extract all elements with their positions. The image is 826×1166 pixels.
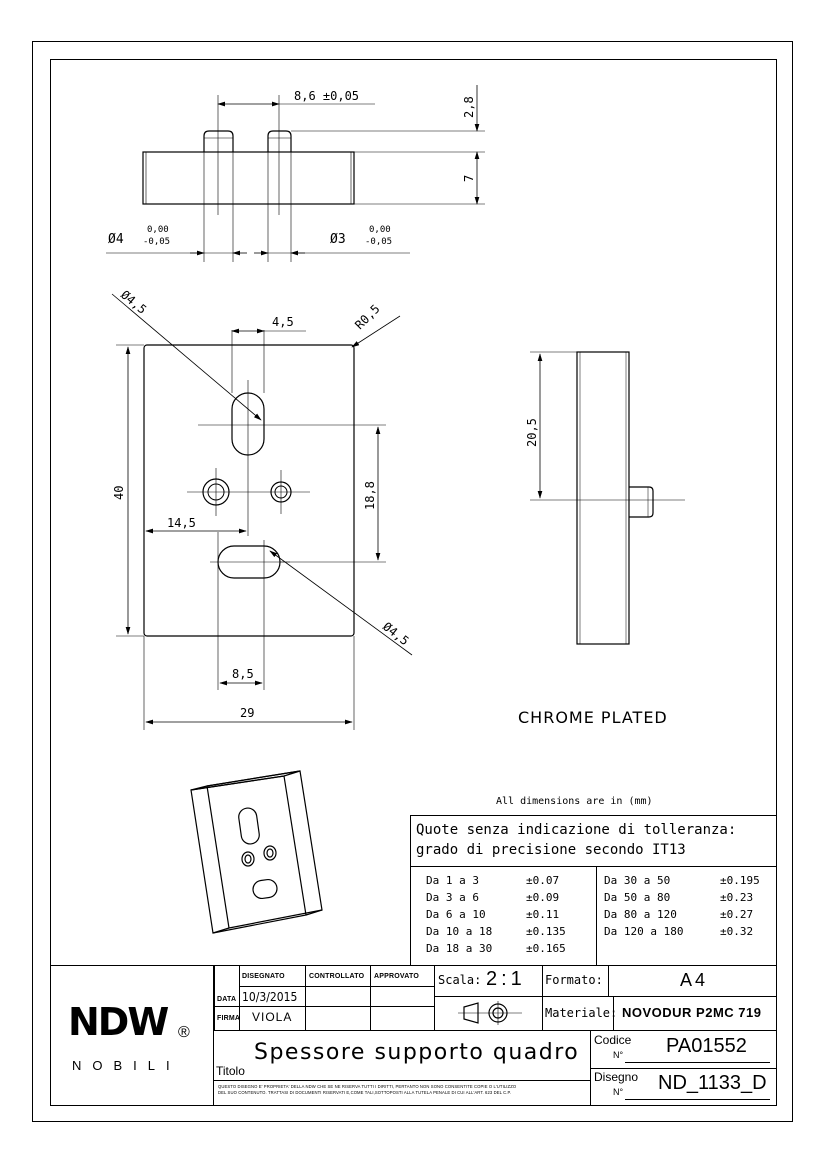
logo-subtitle: NOBILI [72,1058,181,1073]
tolerance-right-list: Da 30 a 50±0.195 Da 50 a 80±0.23 Da 80 a… [604,872,769,940]
titolo-value: Spessore supporto quadro [254,1040,580,1065]
titolo-label: Titolo [216,1064,245,1078]
tolerance-title-line1: Quote senza indicazione di tolleranza: [416,822,737,838]
dim-pin-height: 2,8 [462,96,476,118]
logo: NDW ® NOBILI [50,966,214,1106]
row-label-data: DATA [217,996,237,1003]
dim-pin-large-diam: Ø4 [108,232,124,247]
tolerance-row: Da 30 a 50±0.195 [604,874,760,887]
tolerance-row: Da 1 a 3±0.07 [426,874,560,887]
formato-value: A4 [680,970,709,990]
tolerance-row: Da 120 a 180±0.32 [604,925,754,938]
scala-label: Scala: [438,973,482,987]
formato-label: Formato: [545,973,603,987]
firma-value: VIOLA [252,1010,293,1024]
top-view [106,85,485,262]
dim-pin-large-tol-upper: 0,00 [147,225,169,235]
data-value: 10/3/2015 [242,990,298,1004]
title-block: NDW ® NOBILI DATA FIRMA DISEGNATO CONTRO… [50,965,777,1106]
projection-symbol-icon [458,1001,522,1025]
dim-slot-pos: 8,5 [232,667,254,681]
registered-icon: ® [178,1024,190,1041]
dim-pin-spacing: 8,6 ±0,05 [294,89,359,103]
finish-note: CHROME PLATED [518,708,668,727]
dim-pin-small-diam: Ø3 [330,232,346,247]
dim-corner-radius: R0,5 [352,302,382,332]
codice-n: N° [613,1050,624,1060]
tolerance-left-list: Da 1 a 3±0.07 Da 3 a 6±0.09 Da 6 a 10±0.… [426,872,591,957]
units-note: All dimensions are in (mm) [496,796,653,807]
dim-slot-bottom-diam: Ø4,5 [380,619,411,648]
tolerance-box: Quote senza indicazione di tolleranza: g… [410,815,777,966]
sheet-outer-frame [32,41,793,1122]
dim-hole-offset: 14,5 [167,516,196,530]
dim-height: 40 [112,486,126,500]
materiale-label: Materiale: [545,1006,618,1020]
sheet-inner-frame [50,59,777,1106]
dim-slot-spacing: 18,8 [363,481,377,510]
logo-text: NDW [68,1000,169,1044]
dim-side-height: 20,5 [525,418,539,447]
tolerance-row: Da 10 a 18±0.135 [426,925,566,938]
dim-width: 29 [240,706,254,720]
ownership-note-line1: QUESTO DISEGNO E' PROPRIETA' DELLA NDW C… [218,1084,517,1089]
materiale-value: NOVODUR P2MC 719 [622,1005,762,1020]
tolerance-row: Da 3 a 6±0.09 [426,891,560,904]
isometric-view [190,770,323,934]
dim-pin-small-tol-lower: -0,05 [365,237,392,247]
tolerance-row: Da 80 a 120±0.27 [604,908,754,921]
row-label-firma: FIRMA [217,1015,241,1022]
col-approvato: APPROVATO [374,973,419,980]
col-controllato: CONTROLLATO [309,973,365,980]
disegno-label: Disegno [594,1070,639,1084]
tolerance-title-line2: grado di precisione secondo IT13 [416,842,686,858]
dim-pin-small-tol-upper: 0,00 [369,225,391,235]
dim-pin-large-tol-lower: -0,05 [143,237,170,247]
tolerance-row: Da 18 a 30±0.165 [426,942,566,955]
disegno-n: N° [613,1087,624,1097]
front-view [111,293,413,730]
disegno-value: ND_1133_D [658,1072,767,1094]
dim-slot-width: 4,5 [272,315,294,329]
dim-plate-thickness: 7 [462,175,476,182]
side-view [530,351,685,645]
tolerance-row: Da 50 a 80±0.23 [604,891,754,904]
tolerance-row: Da 6 a 10±0.11 [426,908,560,921]
codice-label: Codice [594,1033,632,1047]
codice-value: PA01552 [666,1035,747,1057]
ownership-note-line2: DEL SUO CONTENUTO. TRATTASI DI DOCUMENTI… [218,1090,512,1095]
col-disegnato: DISEGNATO [242,973,285,980]
scala-value: 2:1 [486,968,526,990]
